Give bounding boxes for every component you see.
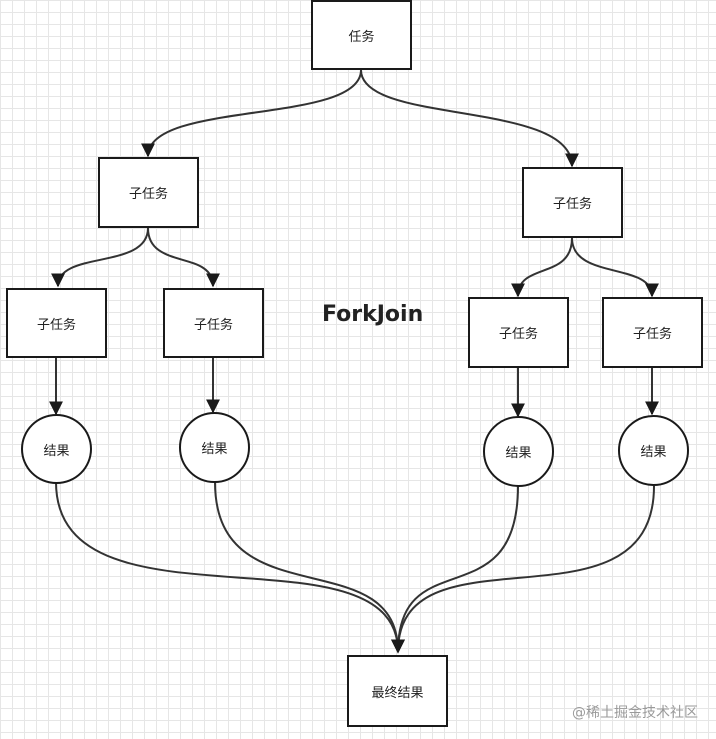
final-result-node: 最终结果 [347, 655, 448, 727]
result-node: 结果 [618, 415, 689, 486]
edge-right-b [571, 237, 659, 298]
edge-result3-final [391, 485, 519, 654]
diagram-title: ForkJoin [322, 302, 424, 327]
edge-result2-final [214, 481, 405, 654]
subtask-node: 子任务 [163, 288, 264, 358]
result-node: 结果 [483, 416, 554, 487]
result-node: 结果 [179, 412, 250, 483]
result-node: 结果 [21, 414, 92, 484]
watermark-text: @稀土掘金技术社区 [572, 705, 698, 721]
edge-right-a [511, 237, 573, 298]
subtask-node: 子任务 [602, 297, 703, 368]
subtask-node: 子任务 [98, 157, 199, 228]
subtask-node: 子任务 [522, 167, 623, 238]
edge-root-right [360, 69, 579, 168]
subtask-node: 子任务 [468, 297, 569, 368]
edge-left-b [147, 227, 220, 288]
edge-result4-final [391, 485, 655, 654]
edge-root-left [141, 69, 362, 158]
edge-result1-final [55, 481, 405, 654]
root-task-node: 任务 [311, 0, 412, 70]
subtask-node: 子任务 [6, 288, 107, 358]
edge-left-a [51, 227, 149, 288]
